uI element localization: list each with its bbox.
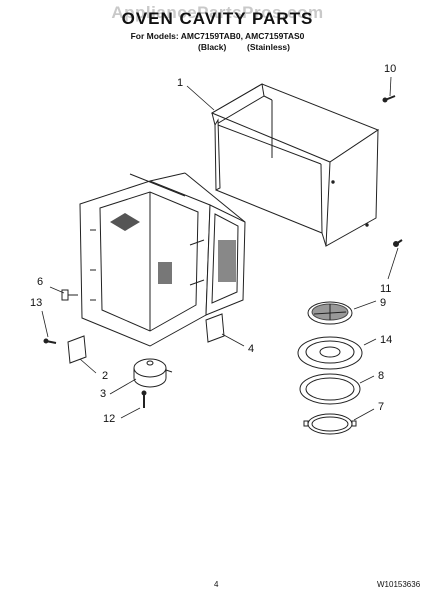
waveguide-cover-right: [205, 313, 225, 343]
callout-9: 9: [380, 297, 387, 309]
callout-4: 4: [248, 343, 255, 355]
variant-black: (Black): [198, 42, 227, 52]
callout-2: 2: [102, 370, 109, 382]
screw-10: [382, 95, 396, 103]
callout-10: 10: [384, 63, 397, 75]
models-line: For Models: AMC7159TAB0, AMC7159TAS0: [130, 31, 305, 41]
callout-6: 6: [37, 276, 44, 288]
watermark: AppliancePartsPros.com: [111, 3, 324, 22]
callout-11: 11: [380, 283, 392, 295]
outer-case: [210, 83, 380, 247]
callout-3: 3: [100, 388, 107, 400]
page-title: OVEN CAVITY PARTS: [121, 9, 314, 28]
document-number: W10153636: [377, 580, 421, 589]
coupler-ring: [303, 413, 357, 435]
bracket: [61, 289, 78, 301]
screw-11: [393, 239, 403, 247]
callout-1: 1: [177, 77, 184, 89]
glass-tray: [297, 336, 363, 370]
roller-ring: [299, 373, 361, 405]
screw-13: [43, 338, 57, 344]
waveguide-cover-left: [67, 335, 87, 364]
oven-cavity: [79, 172, 246, 347]
page-number: 4: [214, 580, 219, 589]
turntable-support: [307, 301, 353, 325]
screw-12: [141, 390, 147, 408]
callout-8: 8: [378, 370, 385, 382]
turntable-motor: [133, 358, 173, 388]
callout-7: 7: [378, 401, 385, 413]
callout-14: 14: [380, 334, 393, 346]
callout-13: 13: [30, 297, 43, 309]
variant-stainless: (Stainless): [247, 42, 290, 52]
callout-12: 12: [103, 413, 116, 425]
leader-lines: [41, 76, 399, 421]
